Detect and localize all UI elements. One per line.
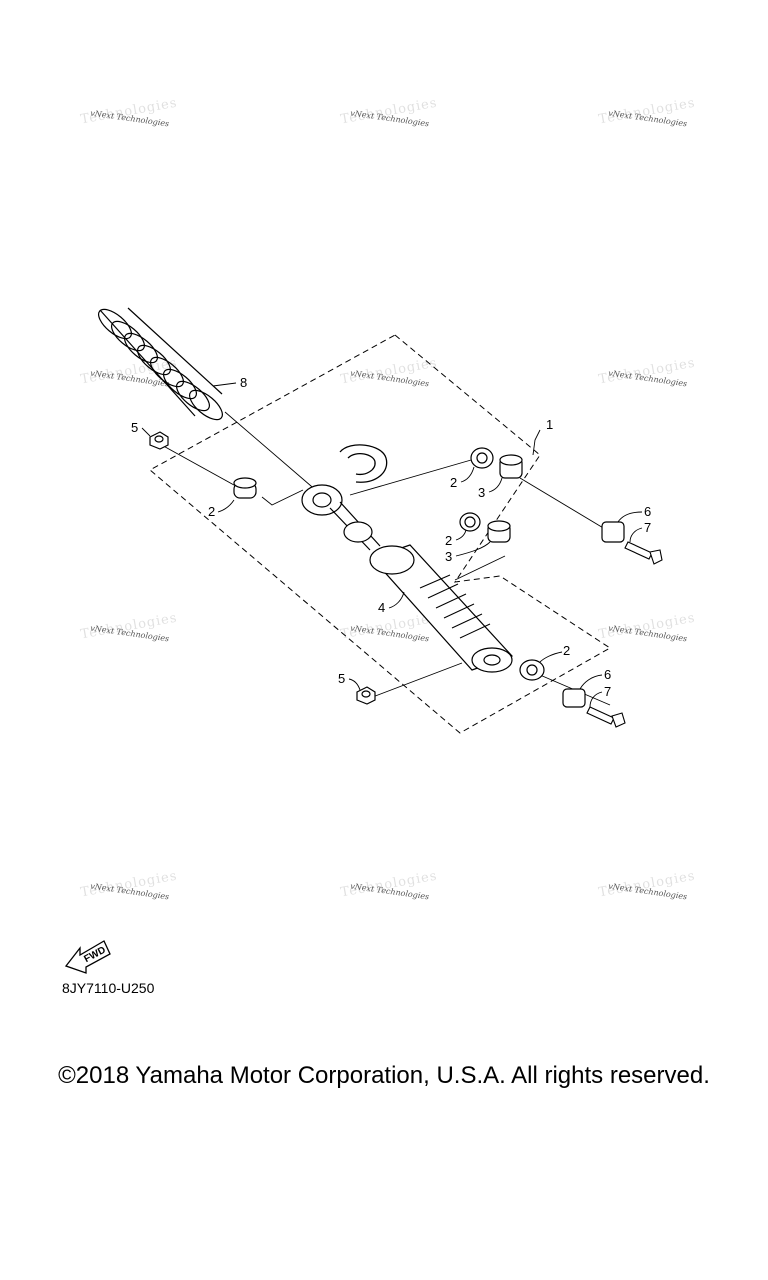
callout-8: 8	[240, 375, 247, 390]
callout-7-upper-leader	[629, 527, 643, 543]
callout-7-lower-leader	[589, 691, 603, 708]
collar-part-2-left	[233, 477, 257, 499]
callout-6-upper: 6	[644, 504, 651, 519]
callout-4: 4	[378, 600, 385, 615]
exploded-parts-diagram: 8 5 2 1 2 3 2 3 6 7 4 2 5 6 7 FWD	[64, 307, 663, 974]
collar-part-2-lower-right	[519, 659, 545, 681]
coil-spring-part-8	[98, 307, 223, 421]
upper-bushing	[301, 484, 343, 516]
bolt-part-7-lower	[586, 706, 626, 728]
shock-absorber-part-4	[329, 501, 514, 673]
callout-8-leader	[212, 382, 237, 387]
callout-2-mid: 2	[445, 533, 452, 548]
assembly-boundary	[149, 334, 611, 734]
callout-6-lower: 6	[604, 667, 611, 682]
callout-3-lower-leader	[455, 541, 491, 557]
part-code-label: 8JY7110-U250	[62, 980, 155, 996]
bushing-part-3-upper	[499, 454, 523, 479]
callout-2-left-leader	[217, 499, 235, 513]
callout-7-lower: 7	[604, 684, 611, 699]
leader-lines	[157, 411, 611, 706]
callout-2-mid-leader	[455, 529, 467, 541]
spacer-part-6-lower	[562, 688, 586, 708]
fwd-arrow-icon: FWD	[64, 940, 111, 974]
bushing-part-3-lower	[487, 520, 511, 543]
callout-5-lower: 5	[338, 671, 345, 686]
callout-1: 1	[546, 417, 553, 432]
callout-5-lower-leader	[348, 678, 361, 691]
spring-retainer-clip	[339, 444, 388, 483]
callout-2-lower: 2	[563, 643, 570, 658]
callout-5-upper-leader	[141, 427, 151, 437]
callout-6-upper-leader	[617, 511, 643, 523]
callout-3-lower: 3	[445, 549, 452, 564]
collar-part-2-upper-right	[470, 447, 494, 469]
copyright-text: ©2018 Yamaha Motor Corporation, U.S.A. A…	[58, 1062, 710, 1089]
bolt-part-7-upper	[624, 541, 663, 565]
collar-part-2-mid-right	[459, 512, 481, 532]
callout-2-lower-leader	[539, 651, 563, 663]
callout-5-upper: 5	[131, 420, 138, 435]
spacer-part-6-upper	[601, 521, 625, 543]
callout-6-lower-leader	[579, 674, 603, 690]
nut-part-5-upper	[149, 431, 169, 450]
callout-3-upper-leader	[488, 477, 503, 493]
callout-2-upper-leader	[460, 466, 475, 483]
callout-2-left: 2	[208, 504, 215, 519]
callout-7-upper: 7	[644, 520, 651, 535]
callout-2-upper: 2	[450, 475, 457, 490]
nut-part-5-lower	[356, 686, 376, 705]
callout-4-leader	[388, 591, 405, 609]
callout-3-upper: 3	[478, 485, 485, 500]
